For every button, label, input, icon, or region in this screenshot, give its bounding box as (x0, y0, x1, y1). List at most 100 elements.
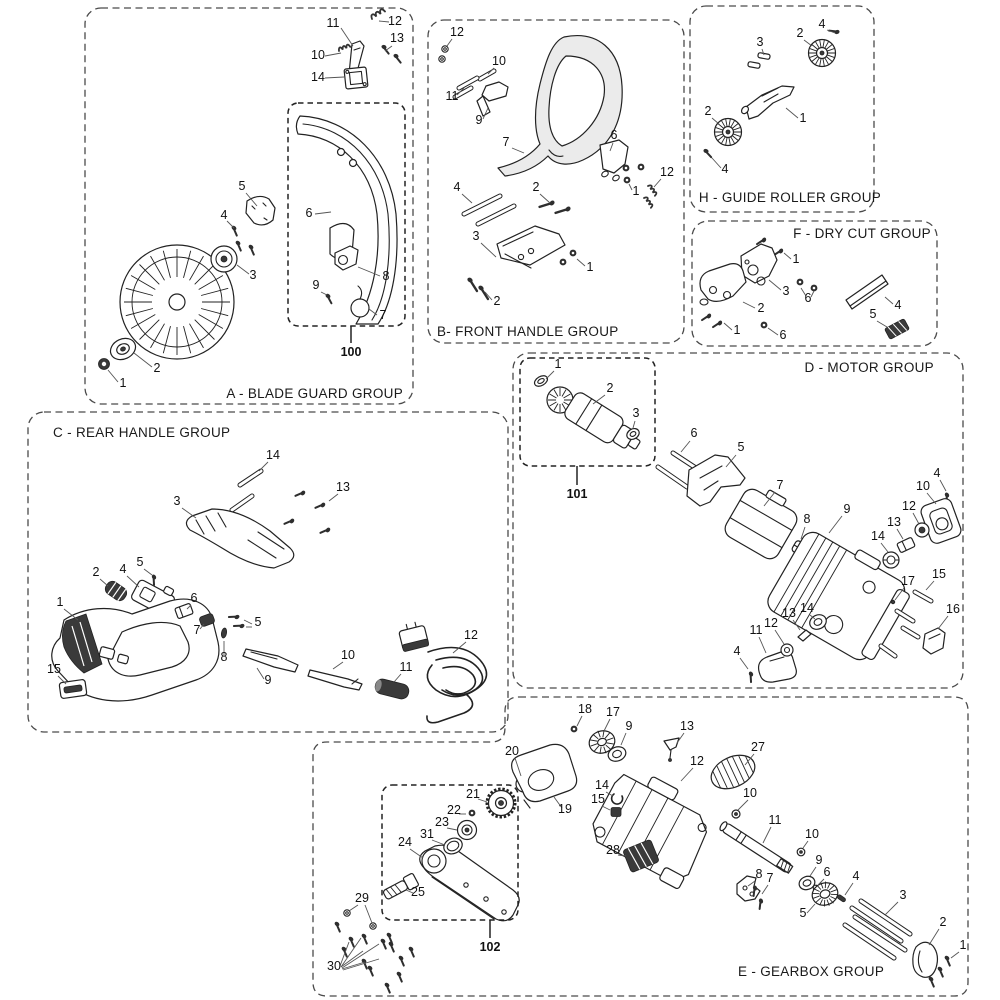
callout-b-7: 7 (503, 135, 510, 149)
leader-line (258, 461, 269, 472)
callout-f-2: 2 (758, 301, 765, 315)
leader-line (620, 732, 627, 746)
callout-a-6: 6 (306, 206, 313, 220)
leader-line (826, 29, 836, 34)
callout-f-1: 1 (734, 323, 741, 337)
side-cover (757, 651, 797, 683)
callout-e-31: 31 (420, 827, 434, 841)
key-pin (836, 894, 846, 903)
callout-e-14: 14 (595, 778, 609, 792)
leader-line (744, 753, 755, 766)
leader-line (876, 320, 888, 328)
leader-line (809, 866, 817, 877)
callout-e-11: 11 (769, 813, 782, 827)
leader-line (63, 608, 79, 621)
leader-line (553, 796, 563, 809)
group-b-box (427, 19, 685, 344)
callout-a-9: 9 (313, 278, 320, 292)
leader-line (446, 38, 453, 47)
group-d-caption: D - MOTOR GROUP (804, 360, 934, 375)
callout-e-13: 13 (680, 719, 694, 733)
callout-e-10: 10 (805, 827, 819, 841)
leader-line (680, 767, 694, 782)
leader-line (884, 296, 894, 305)
callout-b-1: 1 (633, 184, 640, 198)
leader-line (950, 951, 960, 959)
callout-b-12: 12 (660, 165, 674, 179)
callout-e-7: 7 (767, 871, 774, 885)
assembly-label-101: 101 (567, 487, 588, 501)
carbon-brush (896, 537, 916, 553)
leader-line (256, 667, 265, 680)
leader-line (817, 878, 825, 886)
leader-line (894, 587, 905, 601)
callout-h-4: 4 (722, 162, 729, 176)
leader-line (181, 507, 197, 519)
callout-a-4: 4 (221, 208, 228, 222)
leader-line (364, 904, 373, 924)
oil-seal (443, 837, 463, 855)
leader-line (774, 629, 785, 645)
pinion-gear (811, 881, 839, 907)
guide-roller (807, 38, 837, 68)
group-b-art (438, 35, 658, 301)
brush-cap (882, 551, 900, 569)
washer (780, 643, 794, 657)
leader-line (186, 604, 192, 610)
blade-nut (98, 358, 110, 370)
callout-d-13: 13 (887, 515, 901, 529)
callout-e-2: 2 (940, 915, 947, 929)
leader-line (393, 673, 402, 683)
callout-b-12: 12 (450, 25, 464, 39)
washer (731, 809, 741, 819)
callout-c-3: 3 (174, 494, 181, 508)
callout-c-9: 9 (265, 673, 272, 687)
callout-e-19: 19 (558, 802, 572, 816)
leader-line (143, 568, 153, 576)
leader-line (243, 619, 253, 625)
group-f-box (691, 220, 938, 347)
leader-line (409, 848, 424, 859)
leader-line (107, 369, 119, 383)
guide-roller (713, 117, 743, 147)
pin (220, 627, 228, 639)
callout-d-4: 4 (734, 644, 741, 658)
leader-line (545, 370, 555, 380)
shaft-bearing (798, 875, 816, 891)
leader-line (487, 67, 495, 75)
leader-line (592, 394, 606, 405)
leader-line (576, 715, 583, 727)
group-h-caption: H - GUIDE ROLLER GROUP (699, 190, 881, 205)
assembly-box-100 (287, 102, 406, 327)
leader-line (368, 308, 378, 316)
callout-c-5: 5 (255, 615, 262, 629)
drycut-bracket (740, 243, 778, 286)
callout-b-3: 3 (473, 229, 480, 243)
callout-c-10: 10 (341, 648, 355, 662)
trigger-lever (242, 648, 299, 673)
lock-nut (610, 807, 622, 817)
leader-line (723, 322, 733, 331)
callout-f-3: 3 (783, 284, 790, 298)
leader-line (126, 575, 140, 588)
callout-a-14: 14 (311, 70, 325, 84)
leader-line (456, 87, 465, 96)
leader-line (806, 903, 816, 914)
leader-line (405, 889, 414, 894)
leader-line (480, 242, 497, 258)
leader-line (926, 492, 937, 505)
callout-d-16: 16 (946, 602, 960, 616)
callout-e-12: 12 (690, 754, 704, 768)
outer-flange (109, 337, 137, 361)
end-cap (912, 941, 939, 978)
leader-line (226, 220, 235, 229)
leader-line (514, 757, 522, 777)
drycut-guard (699, 263, 747, 306)
callout-e-6: 6 (824, 865, 831, 879)
callout-a-7: 7 (380, 308, 387, 322)
callout-c-14: 14 (266, 448, 280, 462)
gearbox-cover-plate (419, 844, 520, 922)
callout-d-1: 1 (555, 357, 562, 371)
